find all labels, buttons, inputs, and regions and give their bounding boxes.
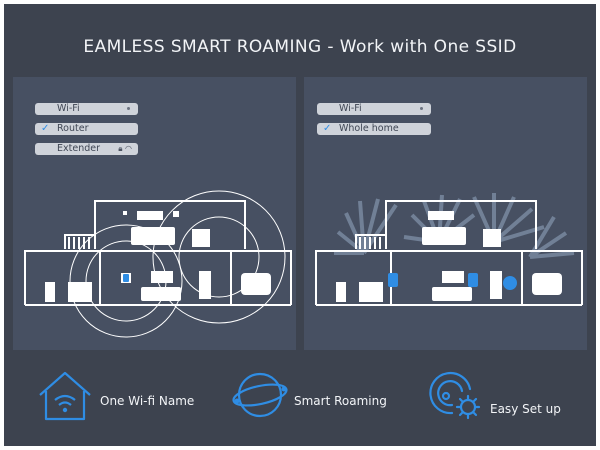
extender-pill-label: Extender xyxy=(57,143,100,154)
wifi-pill-label: Wi-Fi xyxy=(57,103,80,114)
globe-orbit-icon xyxy=(232,372,288,418)
feature-label: Smart Roaming xyxy=(294,394,387,408)
status-dot-icon xyxy=(127,107,130,110)
extender-network-pill[interactable]: Extender 🔒︎ ◠ xyxy=(35,143,138,155)
feature-easy-set-up: Easy Set up xyxy=(424,369,594,429)
whole-home-panel: Wi-Fi ✓ Whole home xyxy=(304,77,587,350)
wifi-toggle-pill[interactable]: Wi-Fi xyxy=(317,103,431,115)
router-extender-panel: Wi-Fi ✓ Router Extender 🔒︎ ◠ xyxy=(13,77,296,350)
feature-smart-roaming: Smart Roaming xyxy=(232,369,412,429)
feature-label: Easy Set up xyxy=(490,402,561,416)
house-scene-right xyxy=(315,193,583,306)
headline: EAMLESS SMART ROAMING - Work with One SS… xyxy=(83,37,517,57)
router-network-pill[interactable]: ✓ Router xyxy=(35,123,138,135)
signal-gear-icon xyxy=(429,372,481,420)
whole-home-pill[interactable]: ✓ Whole home xyxy=(317,123,431,135)
wifi-toggle-pill[interactable]: Wi-Fi xyxy=(35,103,138,115)
wifi-pill-label: Wi-Fi xyxy=(339,103,362,114)
house-wifi-icon xyxy=(39,371,91,421)
infographic-frame: EAMLESS SMART ROAMING - Work with One SS… xyxy=(4,4,596,446)
upper-floor-walls xyxy=(94,200,246,249)
lock-wifi-icon: 🔒︎ ◠ xyxy=(118,144,132,153)
feature-one-wifi-name: One Wi-fi Name xyxy=(36,369,216,429)
router-pill-label: Router xyxy=(57,123,89,134)
mesh-nodes xyxy=(388,273,517,290)
house-scene-left xyxy=(24,190,292,338)
status-dot-icon xyxy=(420,107,423,110)
feature-label: One Wi-fi Name xyxy=(100,394,195,408)
checkmark-icon: ✓ xyxy=(41,123,50,134)
checkmark-icon: ✓ xyxy=(323,123,332,134)
whole-home-pill-label: Whole home xyxy=(339,123,399,134)
